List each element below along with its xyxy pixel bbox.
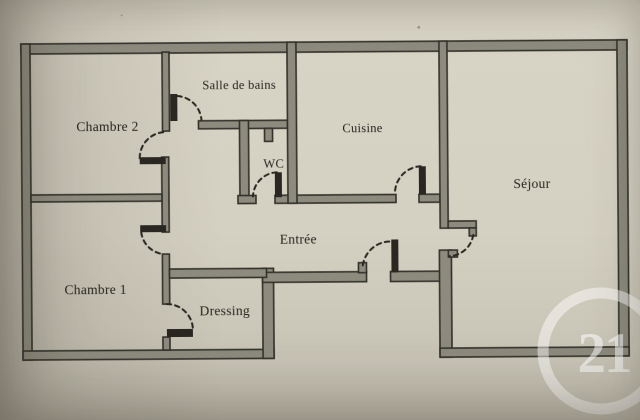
dressing-door-arc xyxy=(165,303,194,332)
wall-cuisine-west xyxy=(286,41,298,205)
chambre2-door-leaf xyxy=(139,157,166,165)
room-label-wc: WC xyxy=(263,156,284,170)
cuisine-door-leaf xyxy=(418,166,426,195)
sdb-door-arc xyxy=(176,94,203,121)
wall-chambre1-chambre2-divider xyxy=(30,193,163,203)
room-label-entree: Entrée xyxy=(280,232,317,247)
wall-sejour-door-head xyxy=(447,220,478,229)
c21-number: 21 xyxy=(578,322,631,385)
room-label-dressing: Dressing xyxy=(200,303,251,318)
wall-entree-north-mid xyxy=(274,193,397,205)
wall-chambre2-east-lower xyxy=(160,156,171,233)
paper-speck xyxy=(417,25,421,29)
c21-ring xyxy=(537,287,640,415)
wall-wc-west xyxy=(238,119,250,202)
wall-chambre1-east-lower xyxy=(161,253,171,305)
dressing-door-leaf xyxy=(166,328,193,338)
paper-speck xyxy=(120,14,123,17)
chambre1-door-arc xyxy=(140,231,165,256)
wall-wc-duct-stub xyxy=(263,127,274,143)
chambre2-door-arc xyxy=(138,131,167,160)
room-label-sejour: Séjour xyxy=(513,176,550,191)
wall-dressing-north xyxy=(168,267,268,279)
wall-wc-west-foot xyxy=(237,194,257,205)
paper-specks xyxy=(120,14,421,29)
cuisine-door-arc xyxy=(393,165,422,195)
wall-outer-bottom-left xyxy=(22,348,275,361)
sdb-door-leaf xyxy=(170,93,178,122)
doors-layer xyxy=(138,93,475,338)
room-label-cuisine: Cuisine xyxy=(342,121,383,135)
walls-layer xyxy=(20,39,630,361)
room-label-salle-de-bains: Salle de bains xyxy=(202,78,276,93)
wall-outer-right xyxy=(616,39,630,357)
entry-door-arc xyxy=(361,240,391,270)
entry-door-leaf xyxy=(391,239,399,273)
wc-door-arc xyxy=(251,171,278,198)
wall-chambre2-east-upper xyxy=(161,51,171,132)
wall-outer-bottom-right xyxy=(439,346,630,358)
wall-dressing-east xyxy=(261,267,275,360)
wall-cuisine-sejour-divider xyxy=(438,40,450,229)
wall-chambre1-east-bottom xyxy=(162,336,171,351)
room-label-chambre-2: Chambre 2 xyxy=(76,119,138,134)
chambre1-door-leaf xyxy=(140,225,167,233)
room-label-chambre-1: Chambre 1 xyxy=(64,282,126,297)
wall-entree-south-left xyxy=(261,270,368,284)
wc-door-leaf xyxy=(274,172,282,198)
wall-entree-north-east xyxy=(418,193,441,204)
wall-sejour-west xyxy=(438,249,453,358)
century21-watermark: 21 xyxy=(537,287,640,415)
sejour-door-arc xyxy=(448,233,475,258)
